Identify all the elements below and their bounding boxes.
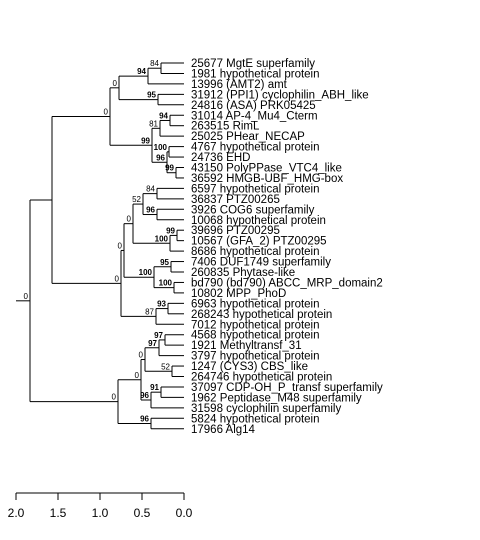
support-value: 0 — [104, 108, 109, 117]
support-value: 100 — [159, 279, 173, 288]
leaf-label: 31014 AP-4_Mu4_Cterm — [191, 110, 318, 122]
leaf-label: 6963 hypothetical protein — [191, 298, 320, 310]
leaf-label: 31912 (PPI1) cyclophilin_ABH_like — [191, 89, 369, 101]
support-value: 0 — [24, 292, 29, 301]
leaf-label: 4767 hypothetical protein — [191, 142, 320, 154]
leaf-label: 3926 COG6 superfamily — [191, 204, 315, 216]
leaf-label: 39696 PTZ00295 — [191, 225, 280, 237]
leaf-label: 37097 CDP-OH_P_transf superfamily — [191, 382, 383, 394]
support-value: 94 — [159, 111, 168, 120]
leaf-label: 8686 hypothetical protein — [191, 246, 320, 258]
support-value: 81 — [149, 119, 158, 128]
leaf-label: 4568 hypothetical protein — [191, 330, 320, 342]
support-value: 84 — [150, 59, 159, 68]
support-value: 95 — [160, 258, 169, 267]
support-value: 52 — [132, 195, 141, 204]
leaf-label: 25025 PHear_NECAP — [191, 131, 305, 143]
support-value: 95 — [147, 91, 156, 100]
axis-tick-label: 1.0 — [92, 506, 109, 520]
support-value: 99 — [165, 164, 174, 173]
leaf-label: 5824 hypothetical protein — [191, 413, 320, 425]
leaf-label: 36592 HMGB-UBF_HMG-box — [191, 173, 343, 185]
support-value: 0 — [127, 215, 132, 224]
leaf-label: 1921 Methyltransf_31 — [191, 340, 302, 352]
leaf-label: 31598 cyclophilin superfamily — [191, 403, 341, 415]
support-value: 0 — [135, 371, 140, 380]
axis-tick-label: 1.5 — [50, 506, 67, 520]
leaf-label: 43150 PolyPPase_VTC4_like — [191, 163, 342, 175]
support-value: 97 — [154, 331, 163, 340]
support-value: 91 — [150, 383, 159, 392]
leaf-label: 6597 hypothetical protein — [191, 183, 320, 195]
support-value: 87 — [145, 307, 154, 316]
support-value: 97 — [148, 339, 157, 348]
distance-axis: 2.0 1.5 1.0 0.5 0.0 — [8, 492, 193, 520]
support-value: 99 — [141, 136, 150, 145]
support-value: 0 — [112, 393, 117, 402]
support-value: 0 — [115, 274, 120, 283]
support-value: 94 — [137, 67, 146, 76]
leaf-label: 3797 hypothetical protein — [191, 351, 320, 363]
support-values: 8494950948110096999908452960991000951001… — [24, 59, 176, 423]
leaf-label: 36837 PTZ00265 — [191, 194, 280, 206]
leaf-label: 13996 (AMT2) amt — [191, 79, 288, 91]
leaf-label: 10802 MPP_PhoD — [191, 288, 286, 300]
leaf-label: 10567 (GFA_2) PTZ00295 — [191, 236, 327, 248]
support-value: 96 — [146, 206, 155, 215]
leaf-label: 10068 hypothetical protein — [191, 215, 326, 227]
support-value: 84 — [146, 185, 155, 194]
leaf-label: 25677 MgtE superfamily — [191, 58, 315, 70]
support-value: 52 — [161, 362, 170, 371]
axis-tick-label: 2.0 — [8, 506, 25, 520]
axis-tick-label: 0.5 — [134, 506, 151, 520]
leaf-label: 263515 RimL — [191, 121, 260, 133]
leaf-label: 1247 (CYS3) CBS_like — [191, 361, 308, 373]
leaf-label: bd790 (bd790) ABCC_MRP_domain2 — [191, 277, 383, 289]
support-value: 100 — [139, 268, 153, 277]
leaf-label: 264746 hypothetical protein — [191, 372, 332, 384]
support-value: 0 — [139, 351, 144, 360]
support-value: 96 — [156, 153, 165, 162]
axis-tick-label: 0.0 — [176, 506, 193, 520]
support-value: 100 — [154, 143, 168, 152]
support-value: 93 — [157, 300, 166, 309]
support-value: 0 — [113, 79, 118, 88]
leaf-label: 260835 Phytase-like — [191, 267, 295, 279]
tree-branches — [16, 62, 184, 430]
support-value: 96 — [140, 415, 149, 424]
support-value: 100 — [155, 234, 169, 243]
support-value: 0 — [118, 241, 123, 250]
leaf-label: 24816 (ASA) PRK05425 — [191, 100, 316, 112]
support-value: 96 — [140, 391, 149, 400]
leaf-label: 1962 Peptidase_M48 superfamily — [191, 392, 362, 404]
leaf-label: 1981 hypothetical protein — [191, 68, 320, 80]
leaf-label: 7406 DUF1749 superfamily — [191, 257, 331, 269]
leaf-label: 17966 Alg14 — [191, 424, 256, 436]
leaf-label: 7012 hypothetical protein — [191, 319, 320, 331]
support-value: 99 — [166, 226, 175, 235]
leaf-label: 24736 EHD — [191, 152, 250, 164]
leaf-label: 268243 hypothetical protein — [191, 309, 332, 321]
